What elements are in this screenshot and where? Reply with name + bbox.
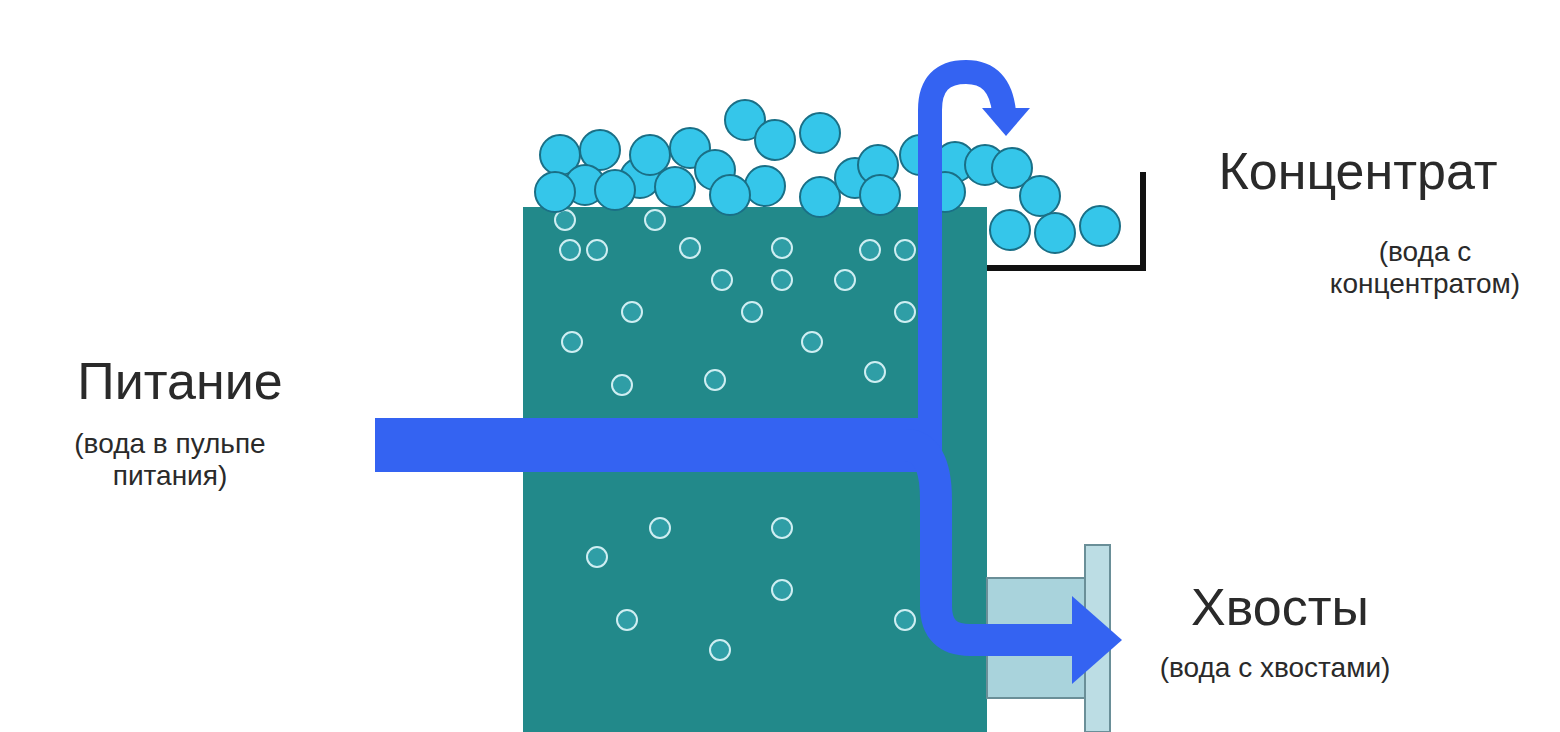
flow-arrows (375, 72, 1122, 684)
froth-bubble (1020, 176, 1060, 216)
air-bubble (560, 240, 580, 260)
air-bubble (712, 270, 732, 290)
air-bubble (772, 580, 792, 600)
air-bubble (645, 210, 665, 230)
feed-flow (375, 418, 935, 472)
air-bubble (622, 302, 642, 322)
stream-note: (вода с хвостами) (1150, 652, 1400, 684)
froth-bubble (800, 113, 840, 153)
air-bubble (772, 238, 792, 258)
froth-bubble (1035, 213, 1075, 253)
air-bubble (587, 547, 607, 567)
tailings-flow (905, 445, 1080, 640)
air-bubble (860, 240, 880, 260)
stream-note: (вода с концентратом) (1300, 236, 1550, 300)
air-bubble (617, 610, 637, 630)
air-bubble (895, 610, 915, 630)
air-bubble (895, 240, 915, 260)
air-bubble (705, 370, 725, 390)
froth-bubble (655, 167, 695, 207)
air-bubble (835, 270, 855, 290)
froth-bubble (755, 120, 795, 160)
froth-bubbles (535, 100, 1120, 253)
air-bubble (865, 362, 885, 382)
air-bubble (562, 332, 582, 352)
froth-bubble (535, 172, 575, 212)
stream-label: Концентрат (1160, 142, 1556, 202)
air-bubble (895, 302, 915, 322)
stream-label: Хвосты (1140, 578, 1420, 638)
concentrate-flow (930, 72, 1004, 455)
froth-bubble (595, 170, 635, 210)
froth-bubble (990, 210, 1030, 250)
tailings-arrowhead (1072, 596, 1122, 684)
froth-bubble (710, 175, 750, 215)
froth-bubble (800, 177, 840, 217)
air-bubble (680, 238, 700, 258)
air-bubble (802, 332, 822, 352)
froth-bubble (630, 135, 670, 175)
air-bubble (587, 240, 607, 260)
air-bubble (555, 210, 575, 230)
concentrate-arrowhead (982, 108, 1030, 136)
stream-note: (вода в пульпе питания) (20, 428, 320, 492)
froth-bubble (580, 130, 620, 170)
air-bubble (772, 270, 792, 290)
air-bubble (612, 375, 632, 395)
air-bubble (742, 302, 762, 322)
air-bubble (710, 640, 730, 660)
froth-bubble (860, 175, 900, 215)
stream-label: Питание (10, 352, 350, 412)
froth-bubble (1080, 206, 1120, 246)
froth-bubble (745, 166, 785, 206)
air-bubble (772, 518, 792, 538)
air-bubble (650, 518, 670, 538)
